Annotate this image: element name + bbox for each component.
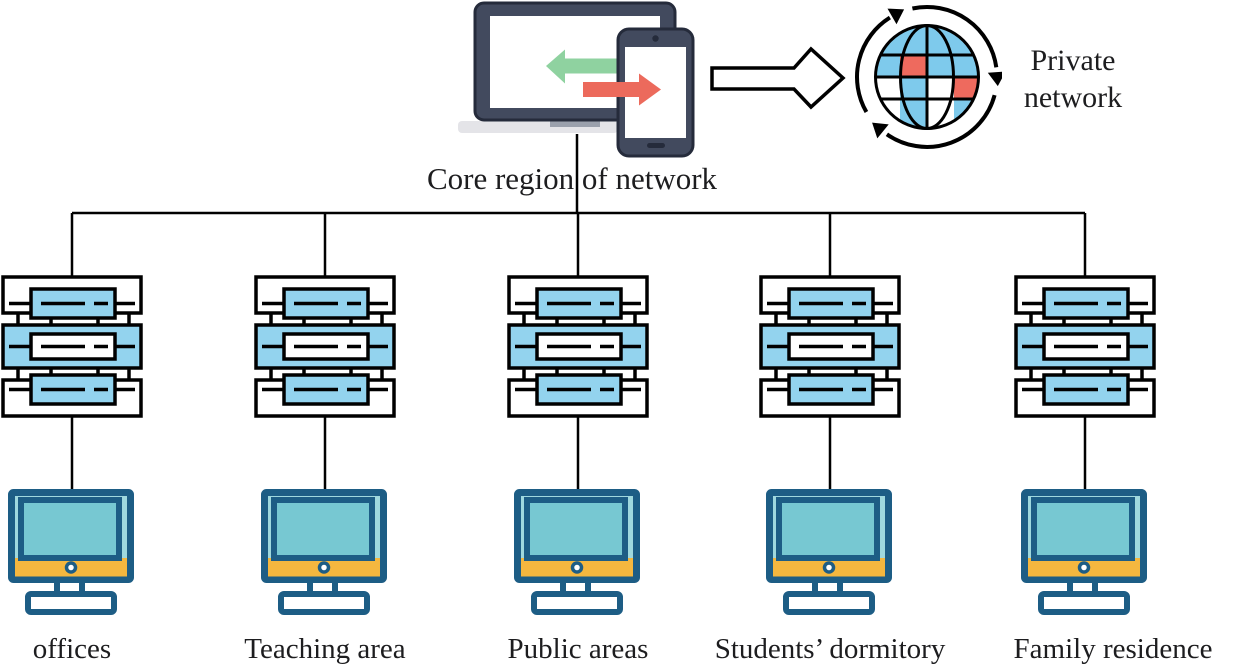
green-left-arrow-icon — [546, 49, 627, 84]
desktop-computer-icon — [8, 489, 136, 615]
network-switch-stack-icon — [1014, 275, 1156, 418]
branch-public-areas: Public areas — [478, 275, 678, 667]
area-label: Family residence — [1013, 633, 1213, 665]
branch-students-dormitory: Students’ dormitory — [715, 275, 945, 667]
desktop-computer-icon — [514, 489, 642, 615]
desktop-computer-icon — [1021, 489, 1149, 615]
network-switch-stack-icon — [759, 275, 901, 418]
laptop-smartphone-transfer-icon — [458, 1, 695, 158]
network-switch-stack-icon — [254, 275, 396, 418]
red-right-arrow-icon — [583, 73, 661, 106]
area-label: Teaching area — [244, 633, 406, 665]
globe-sync-icon — [855, 4, 1002, 149]
network-switch-stack-icon — [507, 275, 649, 418]
area-label: Public areas — [507, 633, 649, 665]
rotation-arrows-icon — [855, 4, 1002, 149]
network-switch-stack-icon — [1, 275, 143, 418]
desktop-computer-icon — [766, 489, 894, 615]
area-label: Students’ dormitory — [714, 633, 946, 665]
block-arrow-right-icon — [710, 46, 846, 110]
private-network-label: Private network — [1023, 44, 1123, 114]
branch-family-residence: Family residence — [985, 275, 1212, 667]
desktop-computer-icon — [261, 489, 389, 615]
branch-offices: offices — [0, 275, 172, 667]
core-region-label: Core region of network — [426, 161, 718, 196]
area-label: offices — [32, 633, 112, 665]
branch-teaching-area: Teaching area — [225, 275, 425, 667]
